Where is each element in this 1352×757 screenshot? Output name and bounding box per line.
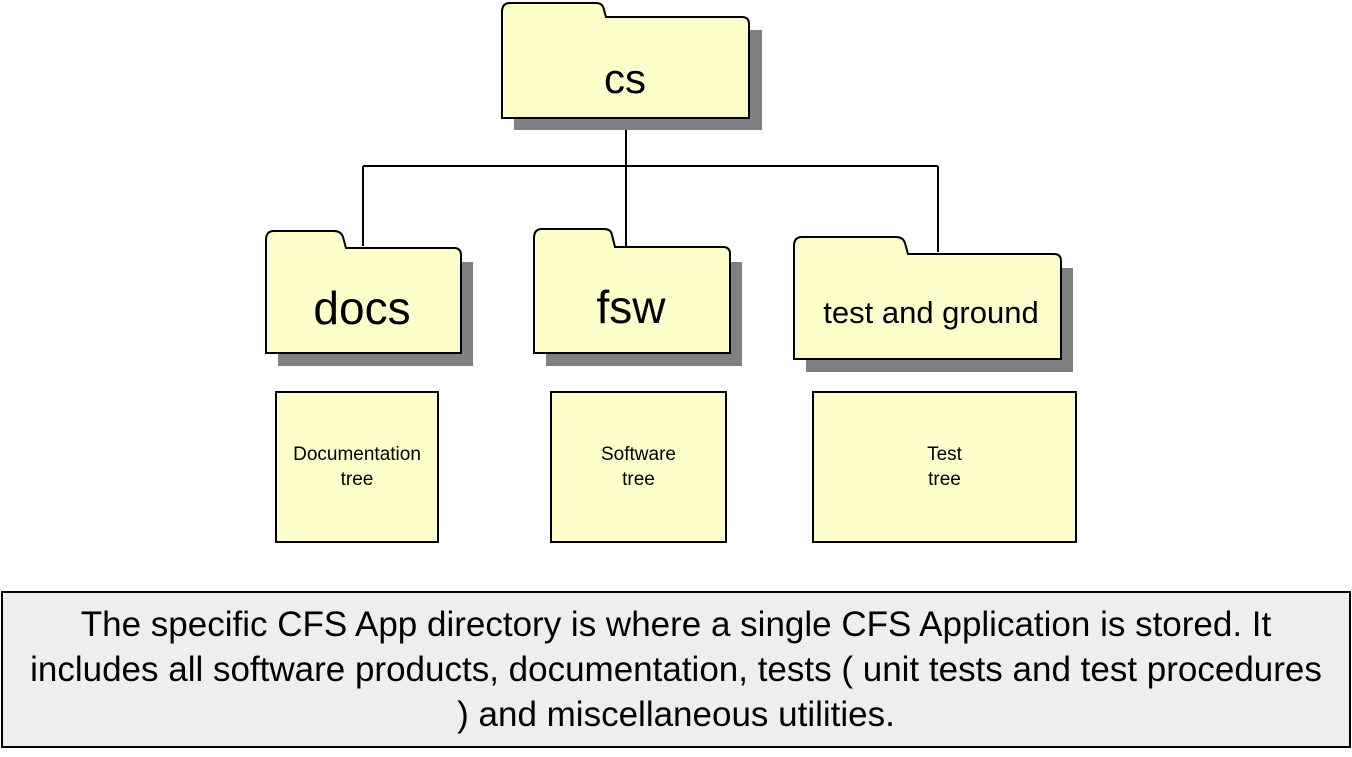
box-line: tree [622, 469, 655, 490]
folder-label-docs: docs [313, 282, 410, 334]
folder-label-cs: cs [604, 55, 646, 102]
folder-icon [533, 228, 742, 366]
caption-box: The specific CFS App directory is where … [1, 591, 1351, 748]
box-line: tree [928, 469, 961, 490]
tree-connectors [362, 118, 939, 252]
folder-icon [265, 230, 473, 366]
documentation-tree-box: Documentation tree [275, 391, 439, 543]
software-tree-box: Software tree [550, 391, 727, 543]
folder-label-test-and-ground: test and ground [823, 295, 1038, 330]
test-tree-box: Test tree [812, 391, 1077, 543]
folder-icon [501, 1, 762, 130]
directory-tree-diagram: cs docs fsw test and ground [265, 1, 1073, 372]
box-line: Software [601, 444, 676, 465]
folder-cs[interactable]: cs [501, 1, 762, 130]
folder-icon [793, 236, 1073, 372]
box-line: Documentation [293, 444, 421, 465]
folder-test-and-ground[interactable]: test and ground [793, 236, 1073, 372]
folder-fsw[interactable]: fsw [533, 228, 742, 366]
box-line: Test [927, 444, 962, 465]
caption-text: The specific CFS App directory is where … [30, 605, 1322, 734]
folder-docs[interactable]: docs [265, 230, 473, 366]
box-line: tree [340, 469, 374, 490]
folder-label-fsw: fsw [597, 281, 667, 333]
